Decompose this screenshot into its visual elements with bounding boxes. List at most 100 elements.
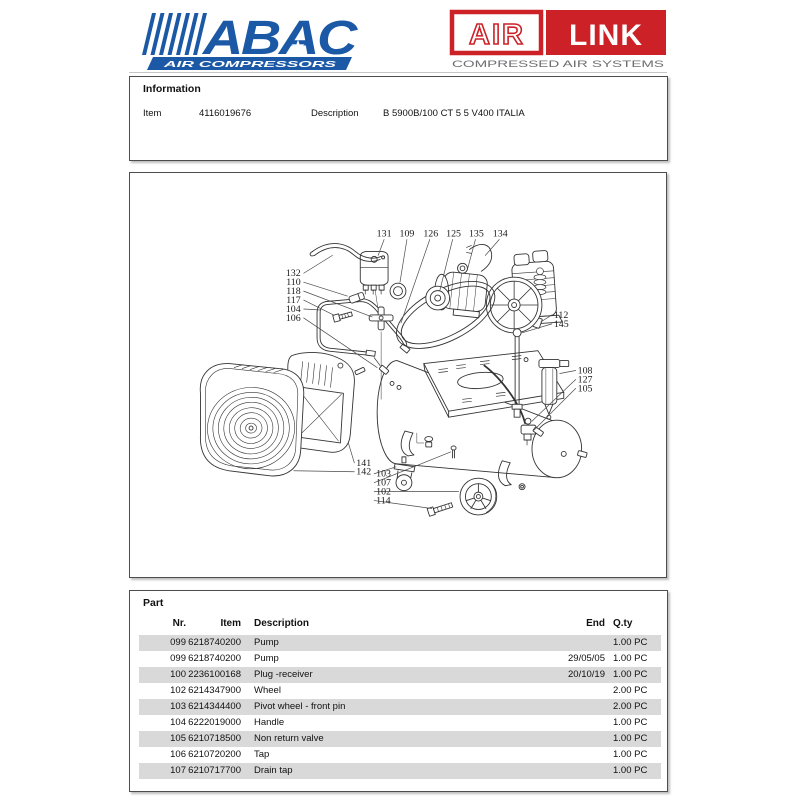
description-label: Description xyxy=(311,108,359,119)
compressor-exploded-diagram: 1311091261251351341321101181171041061121… xyxy=(199,229,593,517)
cell-qty: 1.00 PC xyxy=(613,733,648,744)
cell-desc: Pump xyxy=(254,637,279,648)
handle xyxy=(316,298,411,375)
airlink-link-text: LINK xyxy=(569,19,643,52)
item-value: 4116019676 xyxy=(199,108,252,119)
filter xyxy=(538,359,570,420)
cell-nr: 106 xyxy=(170,749,186,760)
cell-desc: Drain tap xyxy=(254,765,293,776)
diagram-callout-134: 134 xyxy=(493,229,508,240)
cell-end: 29/05/05 xyxy=(568,653,605,664)
cell-end xyxy=(535,731,605,747)
diagram-callout-125: 125 xyxy=(446,229,461,240)
cell-desc: Pivot wheel - front pin xyxy=(254,701,346,712)
cell-end xyxy=(535,747,605,763)
cell-end xyxy=(535,699,605,715)
abac-star-icon: ★ xyxy=(290,37,305,56)
abac-tagline: AIR COMPRESSORS xyxy=(162,59,337,69)
cell-item: 2236100168 xyxy=(188,669,241,680)
description-value: B 5900B/100 CT 5 5 V400 ITALIA xyxy=(383,108,525,119)
column-header-qty: Q.ty xyxy=(613,618,633,629)
wheel xyxy=(459,477,498,516)
cell-desc: Pump xyxy=(254,653,279,664)
information-section: Information Item 4116019676 Description … xyxy=(129,76,668,161)
cell-item: 6210720200 xyxy=(188,749,241,760)
pressure-switch xyxy=(359,250,389,295)
item-label: Item xyxy=(143,108,162,119)
diagram-callout-132: 132 xyxy=(286,268,301,279)
cell-nr: 102 xyxy=(170,685,186,696)
diagram-callout-106: 106 xyxy=(286,313,301,324)
cell-qty: 1.00 PC xyxy=(613,765,648,776)
cell-item: 6222019000 xyxy=(188,717,241,728)
cable-wire xyxy=(309,243,386,262)
cell-nr: 099 xyxy=(170,653,186,664)
front-leg-strap xyxy=(400,430,415,457)
cell-end xyxy=(535,715,605,731)
cell-item: 6210718500 xyxy=(188,733,241,744)
diagram-callout-104: 104 xyxy=(286,304,301,315)
cell-nr: 099 xyxy=(170,637,186,648)
airlink-logo: AIR LINK COMPRESSED AIR SYSTEMS xyxy=(449,9,666,69)
cell-item: 6214344400 xyxy=(188,701,241,712)
abac-wordmark: ABAC xyxy=(202,12,359,65)
diagram-callout-108: 108 xyxy=(578,366,593,377)
motor-cable xyxy=(466,244,493,272)
cell-qty: 1.00 PC xyxy=(613,669,648,680)
diagram-callout-114: 114 xyxy=(376,496,391,507)
drain-pin xyxy=(450,445,457,459)
cell-nr: 104 xyxy=(170,717,186,728)
airlink-air-box xyxy=(449,9,544,56)
cell-item: 6218740200 xyxy=(188,637,241,648)
diagram-callout-135: 135 xyxy=(469,229,484,240)
axle-bolt xyxy=(426,502,454,517)
abac-stripes-icon xyxy=(142,13,207,55)
cell-desc: Handle xyxy=(254,717,285,728)
cell-end xyxy=(535,683,605,699)
cell-qty: 1.00 PC xyxy=(613,637,648,648)
cell-end xyxy=(535,635,605,651)
diagram-callout-103: 103 xyxy=(376,469,391,480)
diagram-callout-110: 110 xyxy=(286,277,301,288)
diagram-callout-105: 105 xyxy=(578,383,593,394)
diagram-callout-142: 142 xyxy=(356,467,371,478)
hose xyxy=(483,364,526,425)
diagram-callout-102: 102 xyxy=(376,487,391,498)
part-table-header: Nr. Item Description End Q.ty xyxy=(139,617,661,631)
cell-item: 6214347900 xyxy=(188,685,241,696)
rear-leg-strap xyxy=(497,460,526,491)
airlink-link-box xyxy=(546,10,666,55)
cell-nr: 103 xyxy=(170,701,186,712)
intake-coil xyxy=(533,267,547,295)
platform xyxy=(423,350,565,418)
information-row: Item 4116019676 Description B 5900B/100 … xyxy=(130,108,667,121)
belt-guard-front-shell xyxy=(199,363,305,477)
diagram-callout-141: 141 xyxy=(356,458,371,469)
diagram-callout-117: 117 xyxy=(286,295,301,306)
cell-item: 6218740200 xyxy=(188,653,241,664)
cell-desc: Non return valve xyxy=(254,733,324,744)
pivot-wheel-caster xyxy=(393,456,416,492)
cell-nr: 100 xyxy=(170,669,186,680)
guard-bolt xyxy=(354,367,366,376)
cell-qty: 2.00 PC xyxy=(613,685,648,696)
information-title: Information xyxy=(143,83,201,95)
part-title: Part xyxy=(143,597,164,609)
diagram-callout-145: 145 xyxy=(554,319,569,330)
cell-qty: 2.00 PC xyxy=(613,701,648,712)
flywheel xyxy=(485,276,543,334)
valve-cluster xyxy=(520,417,544,446)
nut-washer-stack xyxy=(416,432,434,448)
diagram-callout-107: 107 xyxy=(376,478,391,489)
